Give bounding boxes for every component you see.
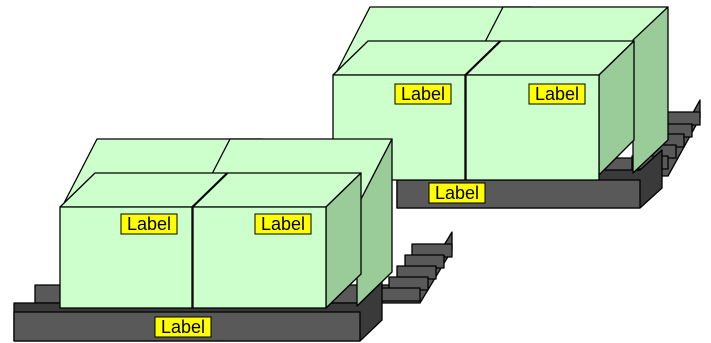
pallet-left-slat <box>396 265 437 280</box>
pallet-left-slat <box>380 287 421 302</box>
box-label-text: Label <box>127 214 171 234</box>
pallet-label-text: Label <box>161 317 205 337</box>
pallet-left-boxes <box>59 138 393 309</box>
box-label-text: Label <box>261 214 305 234</box>
box-label-right-1: Label <box>394 83 452 105</box>
box-label-text: Label <box>535 84 579 104</box>
pallet-left-slat <box>388 276 429 291</box>
pallet-label-left: Label <box>154 316 212 338</box>
pallet-left-slat <box>404 254 445 269</box>
pallet-label-right: Label <box>428 182 486 204</box>
box-label-right-2: Label <box>528 83 586 105</box>
pallet-left: Label Label Label <box>13 138 453 342</box>
pallet-label-text: Label <box>435 183 479 203</box>
pallet-right-boxes <box>332 6 669 181</box>
pallet-right: Label Label Label <box>332 6 701 209</box>
box-label-left-2: Label <box>254 213 312 235</box>
box-label-text: Label <box>401 84 445 104</box>
pallet-left-slat <box>411 243 453 258</box>
box-label-left-1: Label <box>120 213 178 235</box>
